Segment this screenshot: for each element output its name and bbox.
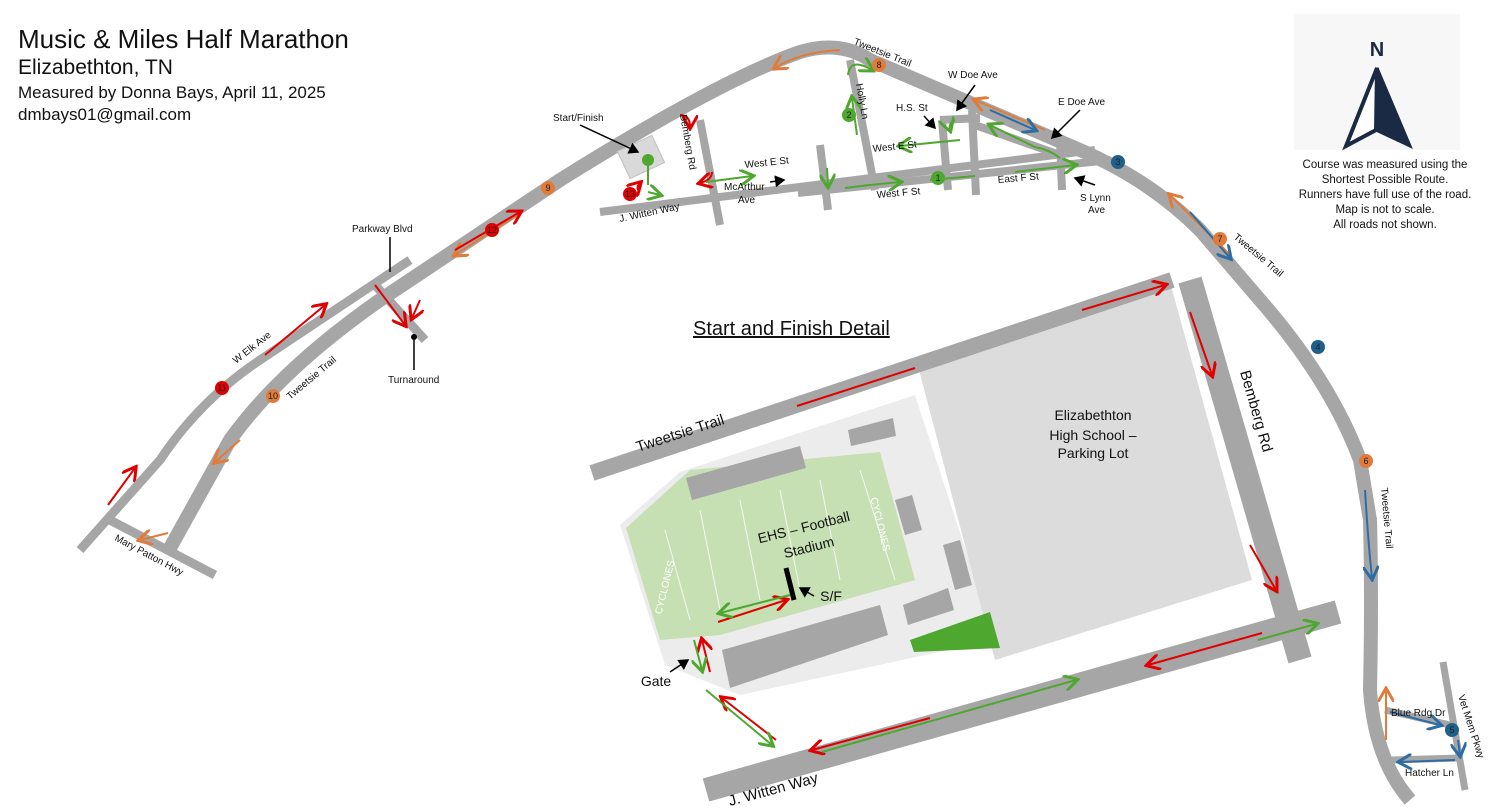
note-line: Runners have full use of the road. — [1298, 189, 1472, 201]
svg-text:10: 10 — [268, 391, 278, 401]
street-label: Blue Rdg Dr — [1391, 708, 1446, 719]
svg-text:12: 12 — [487, 225, 497, 235]
svg-text:8: 8 — [876, 60, 881, 70]
street-label: Start/Finish — [553, 113, 604, 124]
gate-label: Gate — [641, 673, 672, 689]
mile-marker-1: 1 — [931, 171, 945, 185]
street-label: H.S. St — [896, 103, 928, 114]
measured-by: Measured by Donna Bays, April 11, 2025 — [18, 83, 326, 102]
svg-text:4: 4 — [1315, 342, 1320, 352]
north-arrow-icon: N — [1342, 39, 1413, 150]
street-label: West E St — [872, 139, 917, 155]
svg-text:13: 13 — [625, 189, 635, 199]
svg-text:6: 6 — [1363, 456, 1368, 466]
note-line: Course was measured using the — [1302, 159, 1468, 171]
street-label: Hatcher Ln — [1405, 768, 1454, 779]
contact-email: dmbays01@gmail.com — [18, 105, 192, 124]
street-label: W Doe Ave — [948, 70, 998, 81]
mile-marker-12: 12 — [485, 223, 499, 237]
race-city: Elizabethton, TN — [18, 56, 173, 79]
map-header: Music & Miles Half Marathon Elizabethton… — [18, 24, 349, 126]
svg-text:9: 9 — [545, 183, 550, 193]
street-label: Parkway Blvd — [352, 224, 413, 235]
mile-marker-6: 6 — [1359, 454, 1373, 468]
street-label: East F St — [997, 171, 1039, 186]
mile-marker-2: 2 — [842, 108, 856, 122]
street-label: Tweetsie Trail — [1378, 487, 1394, 549]
svg-text:3: 3 — [1115, 157, 1120, 167]
turnaround-point — [411, 334, 417, 340]
parking-lot-label: High School – — [1049, 427, 1136, 443]
mile-marker-7: 7 — [1213, 232, 1227, 246]
start-point — [642, 154, 654, 166]
street-label: West E St — [744, 155, 789, 171]
mile-marker-4: 4 — [1311, 340, 1325, 354]
sf-label: S/F — [820, 588, 842, 604]
street-label: McArthur — [724, 182, 765, 193]
street-label: E Doe Ave — [1058, 97, 1106, 108]
street-label: Ave — [738, 195, 755, 206]
svg-text:1: 1 — [935, 173, 940, 183]
mile-marker-3: 3 — [1111, 155, 1125, 169]
street-label: Ave — [1088, 205, 1105, 216]
svg-text:2: 2 — [846, 110, 851, 120]
detail-title: Start and Finish Detail — [693, 318, 890, 340]
svg-text:5: 5 — [1449, 725, 1454, 735]
street-label: West F St — [876, 186, 921, 201]
mile-marker-11: 11 — [215, 381, 229, 395]
street-label: Turnaround — [388, 375, 439, 386]
course-notes: Course was measured using the Shortest P… — [1280, 158, 1490, 233]
route-arrows — [107, 49, 1460, 762]
mile-marker-9: 9 — [541, 181, 555, 195]
mile-marker-5: 5 — [1445, 723, 1459, 737]
note-line: Map is not to scale. — [1335, 204, 1435, 216]
parking-lot-label: Parking Lot — [1058, 445, 1129, 461]
start-finish-detail: Tweetsie Trail Bemberg Rd J. Witten Way … — [589, 272, 1342, 810]
svg-text:11: 11 — [217, 383, 226, 393]
mile-marker-13: 13 — [623, 187, 637, 201]
street-label: S Lynn — [1080, 193, 1111, 204]
north-label: N — [1370, 39, 1384, 61]
mile-markers: 1 2 3 4 5 6 7 8 9 10 11 12 13 — [215, 58, 1459, 737]
mile-marker-10: 10 — [266, 389, 280, 403]
street-label: Bemberg Rd — [677, 114, 698, 171]
svg-text:7: 7 — [1217, 234, 1222, 244]
note-line: All roads not shown. — [1333, 219, 1437, 231]
north-arrow-box: N — [1294, 14, 1460, 150]
race-title: Music & Miles Half Marathon — [18, 24, 349, 54]
note-line: Shortest Possible Route. — [1321, 174, 1449, 186]
parking-lot-label: Elizabethton — [1054, 407, 1131, 423]
mile-marker-8: 8 — [872, 58, 886, 72]
